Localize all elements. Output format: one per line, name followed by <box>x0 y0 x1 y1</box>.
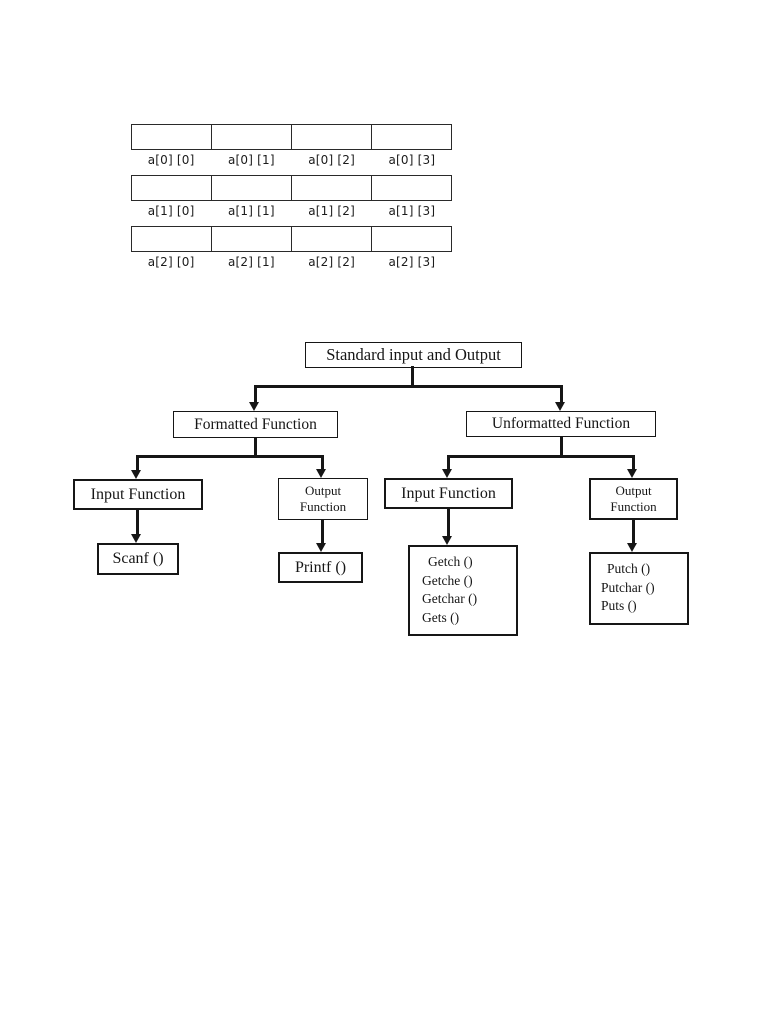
array-cell <box>211 227 291 251</box>
array-cell-label: a[0] [1] <box>227 153 275 167</box>
flowchart-leaf-printf: Printf () <box>278 552 363 583</box>
connector-line <box>321 520 324 544</box>
arrowhead-down-icon <box>627 543 637 552</box>
array-cell <box>371 227 451 251</box>
array-row-0: a[0] [0] a[0] [1] a[0] [2] a[0] [3] <box>131 124 452 167</box>
array-cell-label: a[0] [3] <box>388 153 436 167</box>
puts-item: Puts () <box>601 598 637 613</box>
connector-line <box>136 510 139 535</box>
array-cell-label: a[2] [2] <box>308 255 355 269</box>
arrowhead-down-icon <box>131 534 141 543</box>
array-cell <box>291 176 371 200</box>
flowchart-node-unformatted-function: Unformatted Function <box>466 411 656 437</box>
array-row-2: a[2] [0] a[2] [1] a[2] [2] a[2] [3] <box>131 226 452 269</box>
array-cell <box>371 125 451 149</box>
array-cell <box>132 227 211 251</box>
arrowhead-down-icon <box>627 469 637 478</box>
flowchart-node-unformatted-output-function: Output Function <box>589 478 678 520</box>
array-cell <box>291 125 371 149</box>
getche-item: Getche () <box>422 572 473 588</box>
array-cell <box>371 176 451 200</box>
arrowhead-down-icon <box>442 536 452 545</box>
connector-line <box>632 520 635 544</box>
flowchart-leaf-getch-list: Getch () Getche () Getchar () Gets () <box>408 545 518 636</box>
flowchart-leaf-scanf: Scanf () <box>97 543 179 575</box>
connector-line <box>136 455 324 458</box>
connector-line <box>136 455 139 471</box>
arrowhead-down-icon <box>442 469 452 478</box>
connector-line <box>447 455 635 458</box>
array-cell-label: a[0] [2] <box>308 153 355 167</box>
array-cell-label: a[2] [3] <box>388 255 436 269</box>
arrowhead-down-icon <box>555 402 565 411</box>
array-cell <box>132 125 211 149</box>
array-row-1: a[1] [0] a[1] [1] a[1] [2] a[1] [3] <box>131 175 452 218</box>
connector-line <box>411 366 414 388</box>
array-cell-label: a[1] [2] <box>308 204 355 218</box>
getchar-item: Getchar () <box>422 591 478 606</box>
array-cells-row-0 <box>131 124 452 150</box>
array-cell-label: a[0] [0] <box>147 153 195 167</box>
array-labels-row-1: a[1] [0] a[1] [1] a[1] [2] a[1] [3] <box>131 204 452 218</box>
array-cells-row-1 <box>131 175 452 201</box>
arrowhead-down-icon <box>316 469 326 478</box>
connector-line <box>632 455 635 470</box>
connector-line <box>254 385 257 404</box>
flowchart-node-formatted-input-function: Input Function <box>73 479 203 510</box>
array-cells-row-2 <box>131 226 452 252</box>
array-cell <box>211 176 291 200</box>
array-cell-label: a[1] [1] <box>227 204 275 218</box>
putch-item: Putch () <box>607 561 651 576</box>
array-cell-label: a[1] [3] <box>388 204 436 218</box>
flowchart-node-root: Standard input and Output <box>305 342 522 368</box>
connector-line <box>254 438 257 458</box>
array-labels-row-0: a[0] [0] a[0] [1] a[0] [2] a[0] [3] <box>131 153 452 167</box>
flowchart-leaf-putch-list: Putch () Putchar () Puts () <box>589 552 689 625</box>
array-labels-row-2: a[2] [0] a[2] [1] a[2] [2] a[2] [3] <box>131 255 452 269</box>
connector-line <box>560 385 563 404</box>
array-cell-label: a[2] [0] <box>147 255 195 269</box>
flowchart-node-formatted-output-function: Output Function <box>278 478 368 520</box>
connector-line <box>254 385 563 388</box>
arrowhead-down-icon <box>249 402 259 411</box>
getch-item: Getch () <box>428 554 473 569</box>
gets-item: Gets () <box>422 609 460 625</box>
connector-line <box>321 455 324 470</box>
connector-line <box>560 437 563 458</box>
flowchart-node-formatted-function: Formatted Function <box>173 411 338 438</box>
array-cell-label: a[1] [0] <box>147 204 195 218</box>
putchar-item: Putchar () <box>601 579 655 595</box>
flowchart-node-unformatted-input-function: Input Function <box>384 478 513 509</box>
arrowhead-down-icon <box>316 543 326 552</box>
connector-line <box>447 509 450 537</box>
array-cell <box>132 176 211 200</box>
connector-line <box>447 455 450 470</box>
arrowhead-down-icon <box>131 470 141 479</box>
array-cell <box>211 125 291 149</box>
array-cell-label: a[2] [1] <box>227 255 275 269</box>
array-cell <box>291 227 371 251</box>
